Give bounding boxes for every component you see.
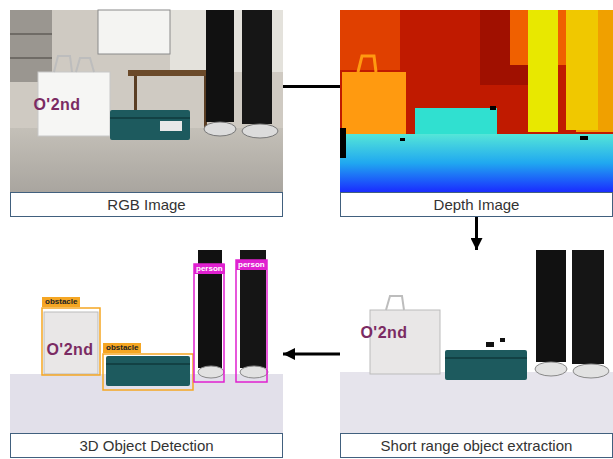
- detection-tag: obstacle: [103, 343, 141, 353]
- connector-arrow: [283, 85, 340, 88]
- rgb-photo: [10, 10, 283, 192]
- logo-text: O'2nd: [46, 342, 93, 358]
- panel-box: Depth Image: [340, 10, 613, 217]
- extraction-photo: [340, 250, 613, 433]
- connector-arrow: [475, 217, 478, 250]
- panel-box: RGB Image: [10, 10, 283, 217]
- caption-box: Short range object extraction: [340, 433, 613, 458]
- detection-tag: person: [194, 264, 225, 274]
- detection-tag: obstacle: [42, 297, 80, 307]
- detection-tag: person: [236, 260, 267, 270]
- panel-box: 3D Object Detection: [10, 250, 283, 458]
- caption-text: Depth Image: [434, 196, 520, 214]
- panel-box: Short range object extraction: [340, 250, 613, 458]
- logo-text: O'2nd: [33, 97, 80, 113]
- caption-box: 3D Object Detection: [10, 433, 283, 458]
- caption-text: RGB Image: [107, 196, 185, 214]
- connector-arrow: [283, 353, 340, 356]
- logo-text: O'2nd: [360, 325, 407, 341]
- detection-photo: [10, 250, 283, 433]
- caption-text: Short range object extraction: [381, 437, 573, 455]
- caption-box: Depth Image: [340, 192, 613, 217]
- caption-text: 3D Object Detection: [79, 437, 213, 455]
- depth-photo: [340, 10, 613, 192]
- caption-box: RGB Image: [10, 192, 283, 217]
